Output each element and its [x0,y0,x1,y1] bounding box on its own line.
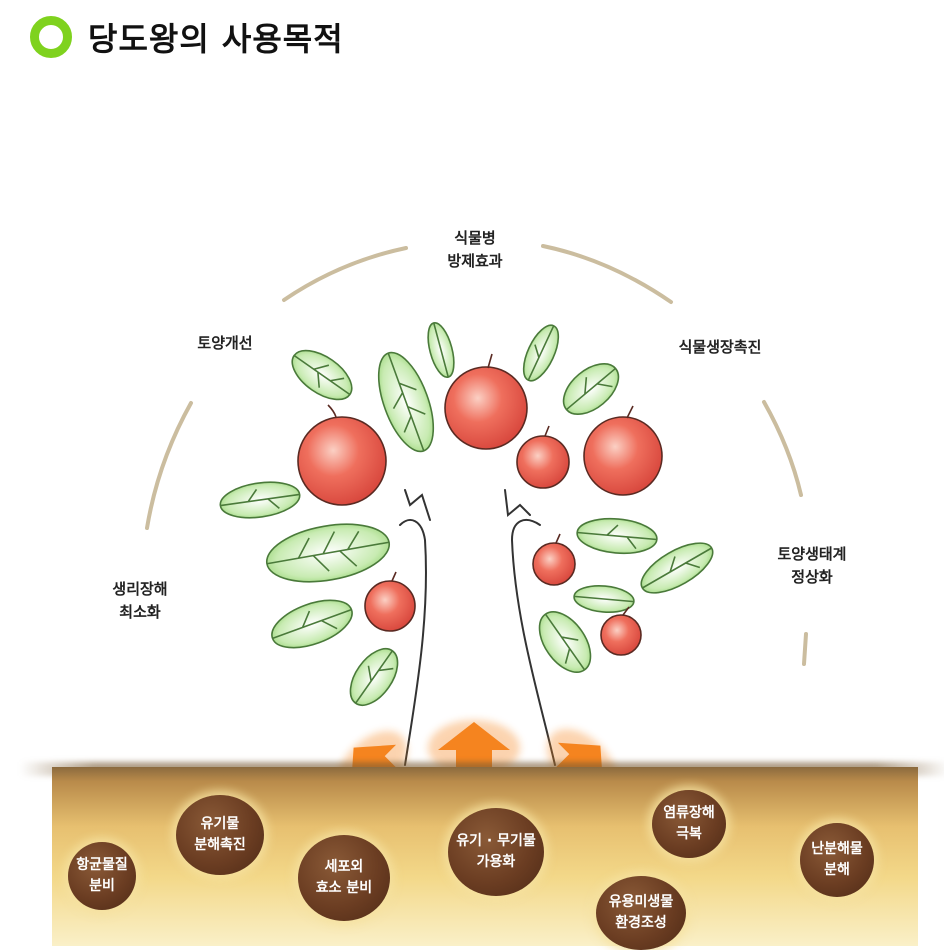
leaf [522,324,560,382]
effect-arcs [145,244,808,666]
leaf [291,349,353,401]
apple [600,606,642,656]
effect-plant-disease: 식물병 방제효과 [447,229,503,270]
soil-microbe: 유용미생물 환경조성 [596,876,686,950]
effect-soil-improve: 토양개선 [197,334,253,352]
soil-refractory: 난분해물 분해 [800,823,874,897]
apple [532,533,576,586]
apple [297,404,387,506]
leaf [538,611,592,673]
leaf [349,648,399,706]
leaf [219,481,301,519]
soil-salt: 염류장해 극복 [652,790,726,858]
leaf [265,523,391,583]
page-title: 당도왕의 사용목적 [88,20,344,58]
leaf [377,351,435,453]
leaf [271,599,353,649]
tree-apples [297,353,663,656]
title-bullet-icon [30,16,72,58]
page-header: 당도왕의 사용목적 [30,14,344,60]
tree-trunk [399,489,556,766]
tree-leaves [219,322,714,706]
soil-antibiotic: 항균물질 분비 [68,842,136,910]
soil-solubilize: 유기 · 무기물 가용화 [448,808,544,896]
effect-ecosystem: 토양생태계 정상화 [777,545,847,586]
effect-growth: 식물생장촉진 [678,338,762,356]
leaf [573,584,635,614]
apple [364,571,416,632]
apple [516,425,570,489]
leaf [427,322,455,378]
soil-organic: 유기물 분해촉진 [176,795,264,875]
effect-physio: 생리장해 최소화 [112,580,168,621]
apple [444,353,528,450]
leaf [576,517,658,555]
leaf [640,542,714,594]
soil-enzyme: 세포외 효소 분비 [298,835,390,921]
leaf [562,363,620,415]
apple [583,405,663,496]
